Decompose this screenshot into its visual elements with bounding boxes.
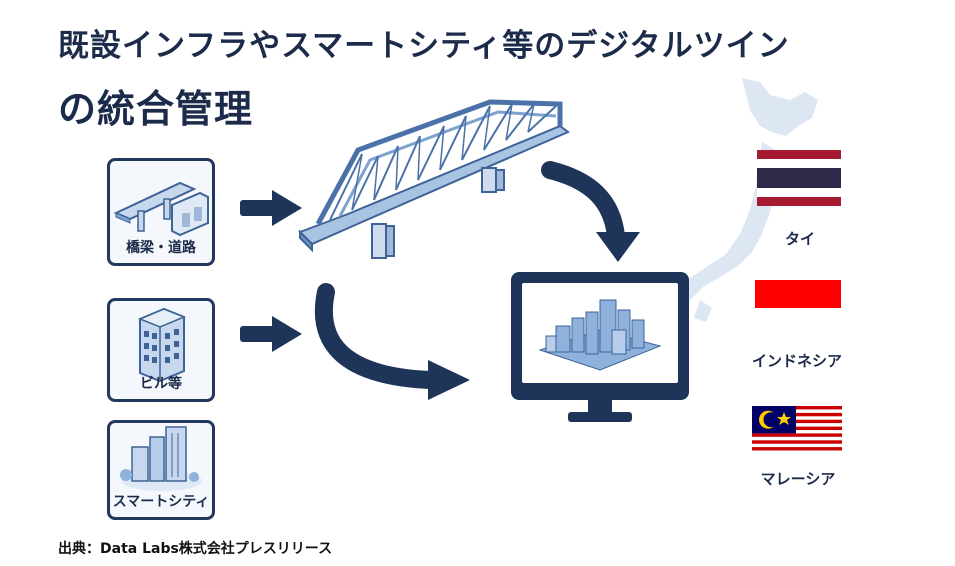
building-icon [138,307,186,383]
city-model-icon [538,299,662,371]
arrow-right-icon [240,190,302,226]
flow-arrows [240,161,640,400]
thailand-flag-icon [757,150,841,206]
arrow-right-icon [240,316,302,352]
input-card-label: ビル等 [140,376,182,392]
page-title-line-1: 既設インフラやスマートシティ等のデジタルツイン [58,28,790,64]
country-label-thailand: タイ [784,230,815,248]
country-label-malaysia: マレーシア [760,470,836,488]
input-card-label: スマートシティ [112,494,210,510]
curved-arrow-down-icon [541,161,640,262]
curved-arrow-right-icon [314,283,470,400]
bridge-illustration-icon [298,99,570,259]
indonesia-flag-icon [755,280,841,336]
country-label-indonesia: インドネシア [751,352,842,370]
bridge-road-icon [113,181,209,237]
input-card-bridge-road: 橋梁・道路 [107,158,215,266]
input-card-smart-city: スマートシティ [107,420,215,520]
input-card-building: ビル等 [107,298,215,402]
monitor-icon [511,272,689,422]
page-title-line-2: の統合管理 [58,87,254,131]
source-caption: 出典：Data Labs株式会社プレスリリース [58,541,333,557]
input-card-label: 橋梁・道路 [126,240,196,256]
malaysia-flag-icon [752,406,842,454]
smart-city-icon [120,426,202,491]
